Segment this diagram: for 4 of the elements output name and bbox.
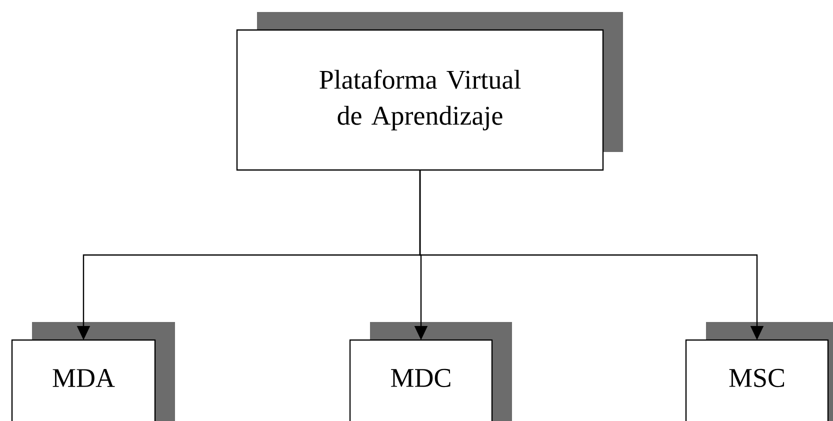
module-box: MDC [349,322,512,421]
module-box: MSC [685,322,833,421]
box: Plataforma Virtual de Aprendizaje [236,12,623,171]
module-box: MDA [11,322,175,421]
